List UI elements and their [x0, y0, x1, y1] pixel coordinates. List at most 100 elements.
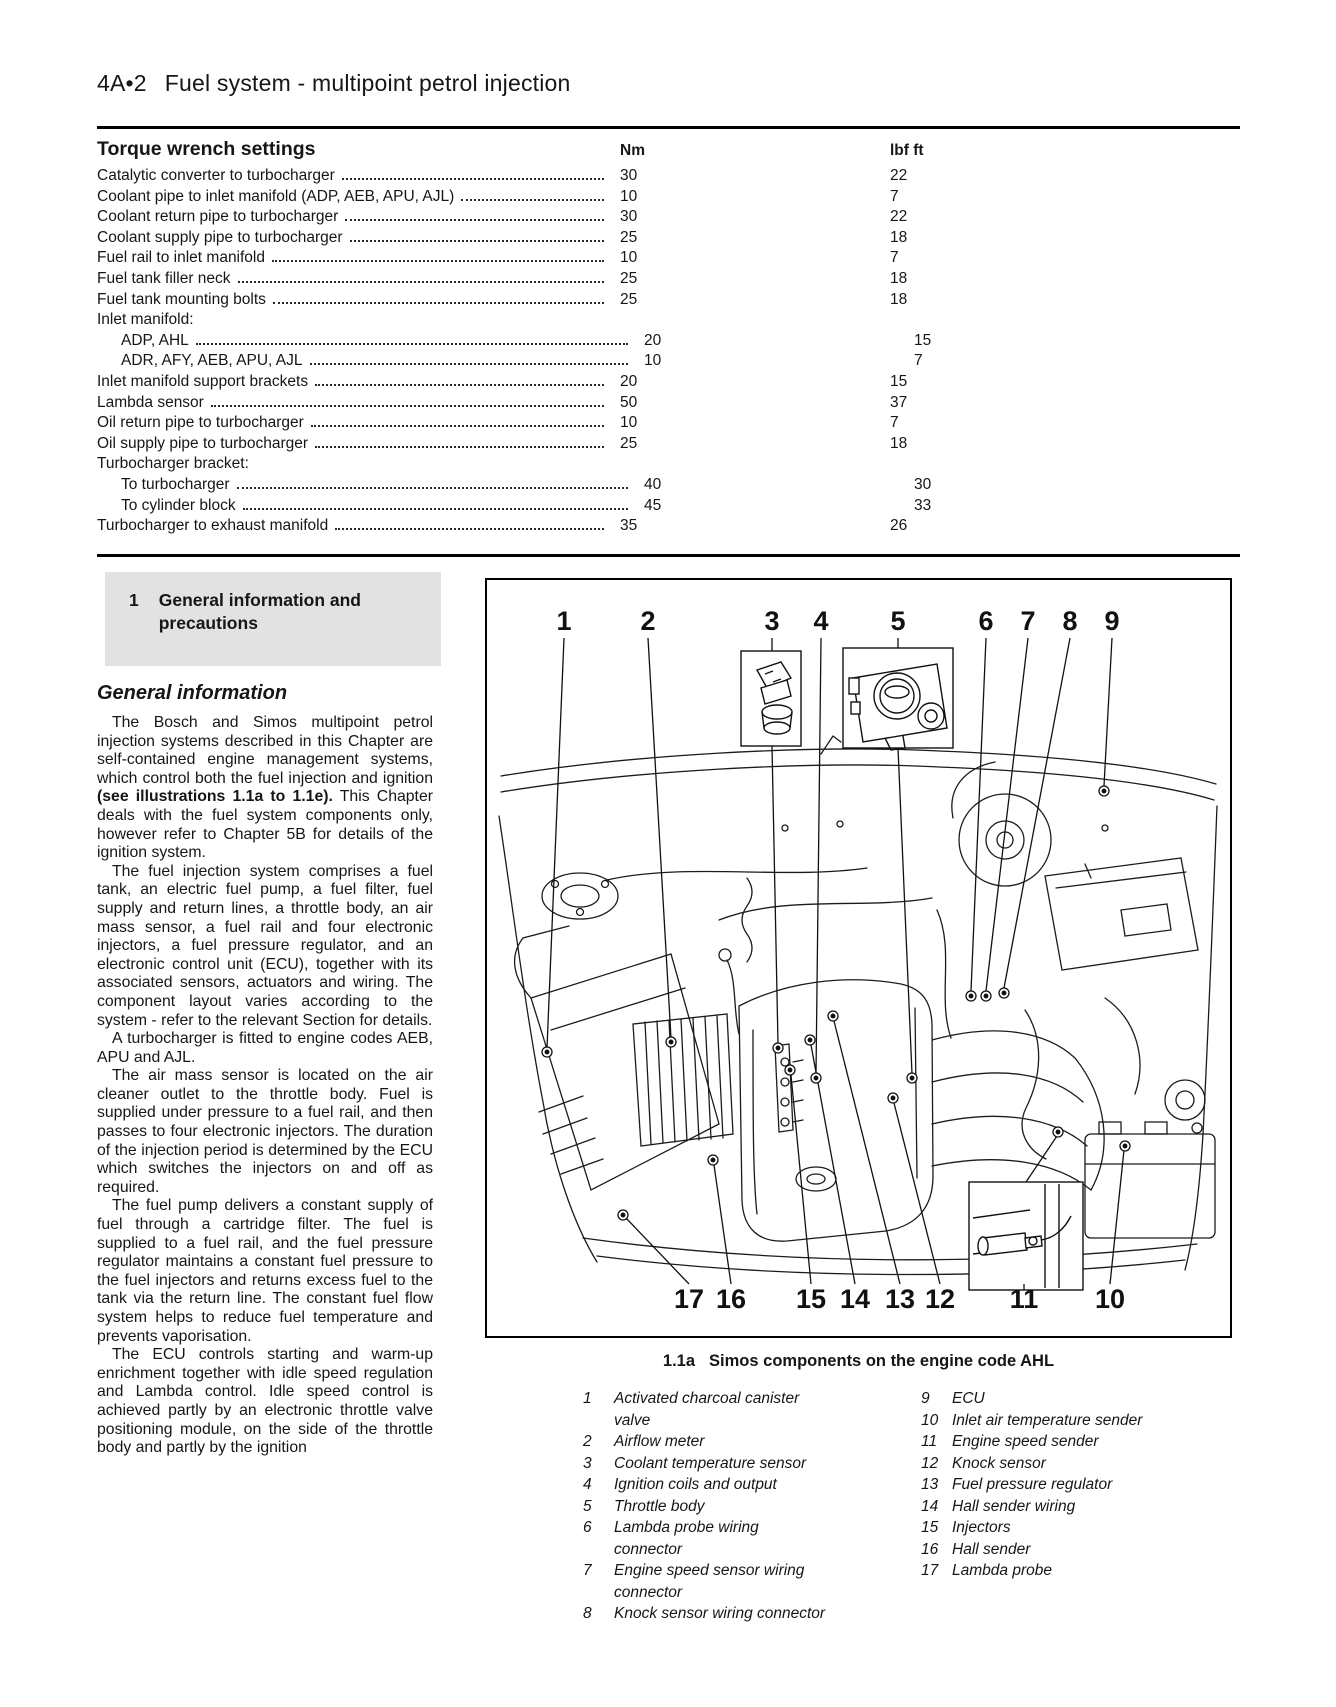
torque-row-lbfft: 18 — [890, 290, 908, 308]
dotted-leader — [335, 528, 604, 531]
legend-item: 14 Hall sender wiring — [921, 1496, 1228, 1518]
legend-item-number: 1 — [583, 1390, 592, 1407]
legend-item-number: 17 — [921, 1562, 939, 1579]
table-row: Coolant pipe to inlet manifold (ADP, AEB… — [97, 188, 1240, 209]
dotted-leader — [349, 239, 604, 242]
legend-item: 10 Inlet air temperature sender — [921, 1410, 1228, 1432]
legend-item-text: Ignition coils and output — [614, 1476, 777, 1493]
dotted-leader — [272, 260, 604, 263]
dotted-leader — [195, 342, 628, 345]
torque-table: Torque wrench settings Nm lbf ft Catalyt… — [97, 138, 1240, 538]
dotted-leader — [345, 219, 604, 222]
horizontal-rule — [97, 126, 1240, 129]
legend-item: 13 Fuel pressure regulator — [921, 1474, 1228, 1496]
legend-item: 17 Lambda probe — [921, 1560, 1228, 1582]
torque-row-label: Coolant return pipe to turbocharger — [97, 208, 339, 226]
torque-row-label: Oil supply pipe to turbocharger — [97, 434, 309, 452]
legend-item-text: Activated charcoal canister valve — [614, 1390, 800, 1429]
legend-item-text: Inlet air temperature sender — [952, 1411, 1143, 1429]
legend-item: 9 ECU — [921, 1388, 1228, 1410]
callout-13: 13 — [885, 1284, 915, 1314]
table-row: Oil return pipe to turbocharger 10 7 — [97, 414, 1240, 435]
legend-item-text: Coolant temperature sensor — [614, 1454, 807, 1472]
torque-row-lbfft: 18 — [890, 228, 908, 246]
torque-row-lbfft: 22 — [890, 167, 908, 184]
legend-item-text: Lambda probe wiring connector — [614, 1519, 759, 1558]
legend-item-number: 11 — [921, 1433, 938, 1450]
torque-row-nm: 30 — [620, 167, 638, 184]
torque-row-nm: 50 — [620, 393, 638, 411]
dotted-leader — [237, 280, 604, 283]
torque-row-lbfft: 30 — [914, 475, 932, 493]
legend-item-number: 9 — [921, 1390, 930, 1407]
column-header-nm: Nm — [620, 142, 645, 159]
leader-terminals — [541, 785, 1131, 1221]
table-row: Coolant return pipe to turbocharger 30 2… — [97, 208, 1240, 229]
figure-legend-right: 9 ECU 10 Inlet air temperature sender 11… — [921, 1388, 1228, 1582]
legend-item: 12 Knock sensor — [921, 1453, 1228, 1475]
paragraph: The ECU controls starting and warm-up en… — [97, 1346, 433, 1457]
paragraph: The fuel pump delivers a constant supply… — [97, 1197, 433, 1345]
legend-item-number: 5 — [583, 1497, 592, 1515]
legend-item-number: 16 — [921, 1540, 939, 1558]
torque-table-header: Torque wrench settings Nm lbf ft — [97, 138, 1240, 161]
legend-item-number: 6 — [583, 1519, 592, 1536]
figure-caption-number: 1.1a — [662, 1352, 696, 1370]
paragraph: The air mass sensor is located on the ai… — [97, 1067, 433, 1196]
dotted-leader — [272, 301, 604, 304]
table-row: ADR, AFY, AEB, APU, AJL 10 7 — [97, 352, 1240, 373]
dotted-leader — [341, 178, 604, 180]
engine-bay-art — [498, 735, 1218, 1276]
callout-12: 12 — [925, 1284, 955, 1314]
torque-row-nm: 25 — [620, 290, 638, 308]
figure-caption: 1.1a Simos components on the engine code … — [485, 1352, 1232, 1371]
torque-row-lbfft: 33 — [914, 496, 932, 514]
legend-item: 8 Knock sensor wiring connector — [583, 1603, 826, 1625]
table-row: To cylinder block 45 33 — [97, 497, 1240, 518]
legend-item-number: 2 — [583, 1433, 592, 1450]
legend-item-text: Hall sender wiring — [952, 1497, 1076, 1515]
torque-row-nm: 40 — [644, 475, 662, 493]
table-row: Turbocharger bracket: — [97, 455, 1240, 476]
legend-item-text: Knock sensor wiring connector — [614, 1605, 826, 1622]
table-row: Fuel rail to inlet manifold 10 7 — [97, 249, 1240, 270]
dotted-leader — [461, 198, 604, 201]
figure-1-1a: 1 2 3 4 5 6 7 8 9 17 16 15 14 13 12 11 1… — [485, 578, 1232, 1338]
callout-3: 3 — [764, 606, 779, 636]
torque-row-lbfft: 15 — [914, 331, 932, 349]
callout-7: 7 — [1020, 606, 1035, 636]
legend-item: 7 Engine speed sensor wiring connector — [583, 1560, 826, 1603]
torque-row-nm: 10 — [620, 187, 638, 205]
inset-engine-speed-sender — [968, 1181, 1084, 1291]
torque-row-lbfft: 26 — [890, 517, 908, 535]
paragraph: The Bosch and Simos multipoint petrol in… — [97, 714, 433, 862]
torque-row-lbfft: 37 — [890, 393, 908, 411]
legend-item: 15 Injectors — [921, 1517, 1228, 1539]
dotted-leader — [315, 445, 604, 448]
callout-9: 9 — [1104, 606, 1119, 636]
callout-8: 8 — [1062, 606, 1077, 636]
figure-legend-left: 1 Activated charcoal canister valve 2 Ai… — [583, 1388, 826, 1625]
inset-coolant-temperature-sensor — [740, 650, 802, 747]
torque-row-label: ADP, AHL — [121, 331, 189, 349]
torque-row-nm: 10 — [620, 414, 638, 432]
callout-1: 1 — [556, 606, 571, 636]
torque-row-label: To turbocharger — [121, 475, 230, 493]
column-header-lbfft: lbf ft — [890, 142, 924, 159]
legend-item-number: 14 — [921, 1497, 939, 1515]
table-row: To turbocharger 40 30 — [97, 476, 1240, 497]
section-title: General information and precautions — [158, 590, 361, 633]
figure-caption-text: Simos components on the engine code AHL — [709, 1352, 1055, 1370]
section-heading-box: 1 General information and precautions — [105, 572, 441, 666]
dotted-leader — [315, 383, 604, 386]
torque-table-body: Catalytic converter to turbocharger 30 2… — [97, 167, 1240, 538]
table-row: Turbocharger to exhaust manifold 35 26 — [97, 517, 1240, 538]
legend-item-text: Engine speed sender — [952, 1433, 1099, 1450]
legend-item-number: 13 — [921, 1476, 939, 1493]
callout-5: 5 — [890, 606, 905, 636]
callout-11: 11 — [1010, 1284, 1039, 1314]
torque-row-label: Coolant supply pipe to turbocharger — [97, 228, 343, 246]
table-row: Fuel tank mounting bolts 25 18 — [97, 291, 1240, 312]
inset-throttle-body — [842, 647, 954, 751]
